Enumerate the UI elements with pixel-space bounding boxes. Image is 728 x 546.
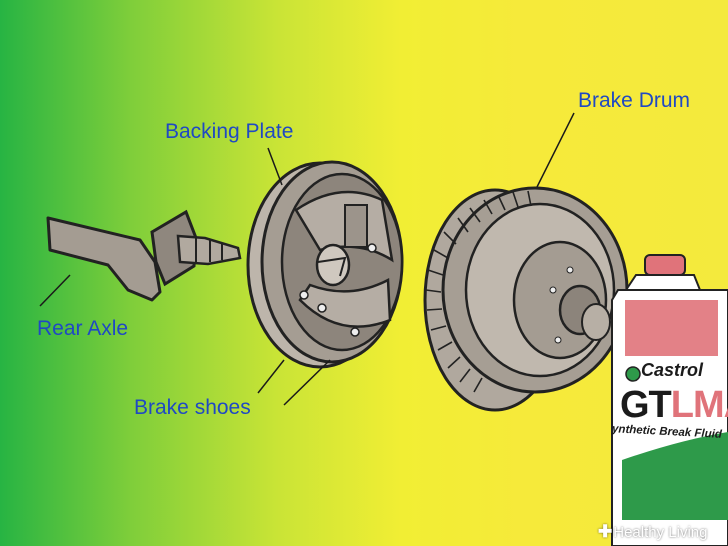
brake-shoes-label: Brake shoes xyxy=(134,396,251,419)
bottle-product-suffix: LMA xyxy=(670,384,728,426)
bottle-brand-name: Castrol xyxy=(641,360,704,380)
brake-drum-illustration xyxy=(423,186,629,412)
rear-axle-illustration xyxy=(46,209,242,302)
rear-axle-label: Rear Axle xyxy=(37,317,129,340)
brake-fluid-bottle xyxy=(611,254,728,546)
backing-plate-label: Backing Plate xyxy=(165,120,294,143)
backing-plate-illustration xyxy=(246,160,404,369)
bottle-product-name: GTLMA xyxy=(620,384,728,427)
watermark-text: Healthy Living xyxy=(613,523,708,541)
leader-lines xyxy=(39,112,575,406)
bottle-product-prefix: GT xyxy=(620,384,672,426)
plus-icon: ✚ xyxy=(598,522,613,541)
healthy-living-watermark: ✚ Healthy Living xyxy=(598,522,707,542)
brake-drum-label: Brake Drum xyxy=(578,89,691,112)
